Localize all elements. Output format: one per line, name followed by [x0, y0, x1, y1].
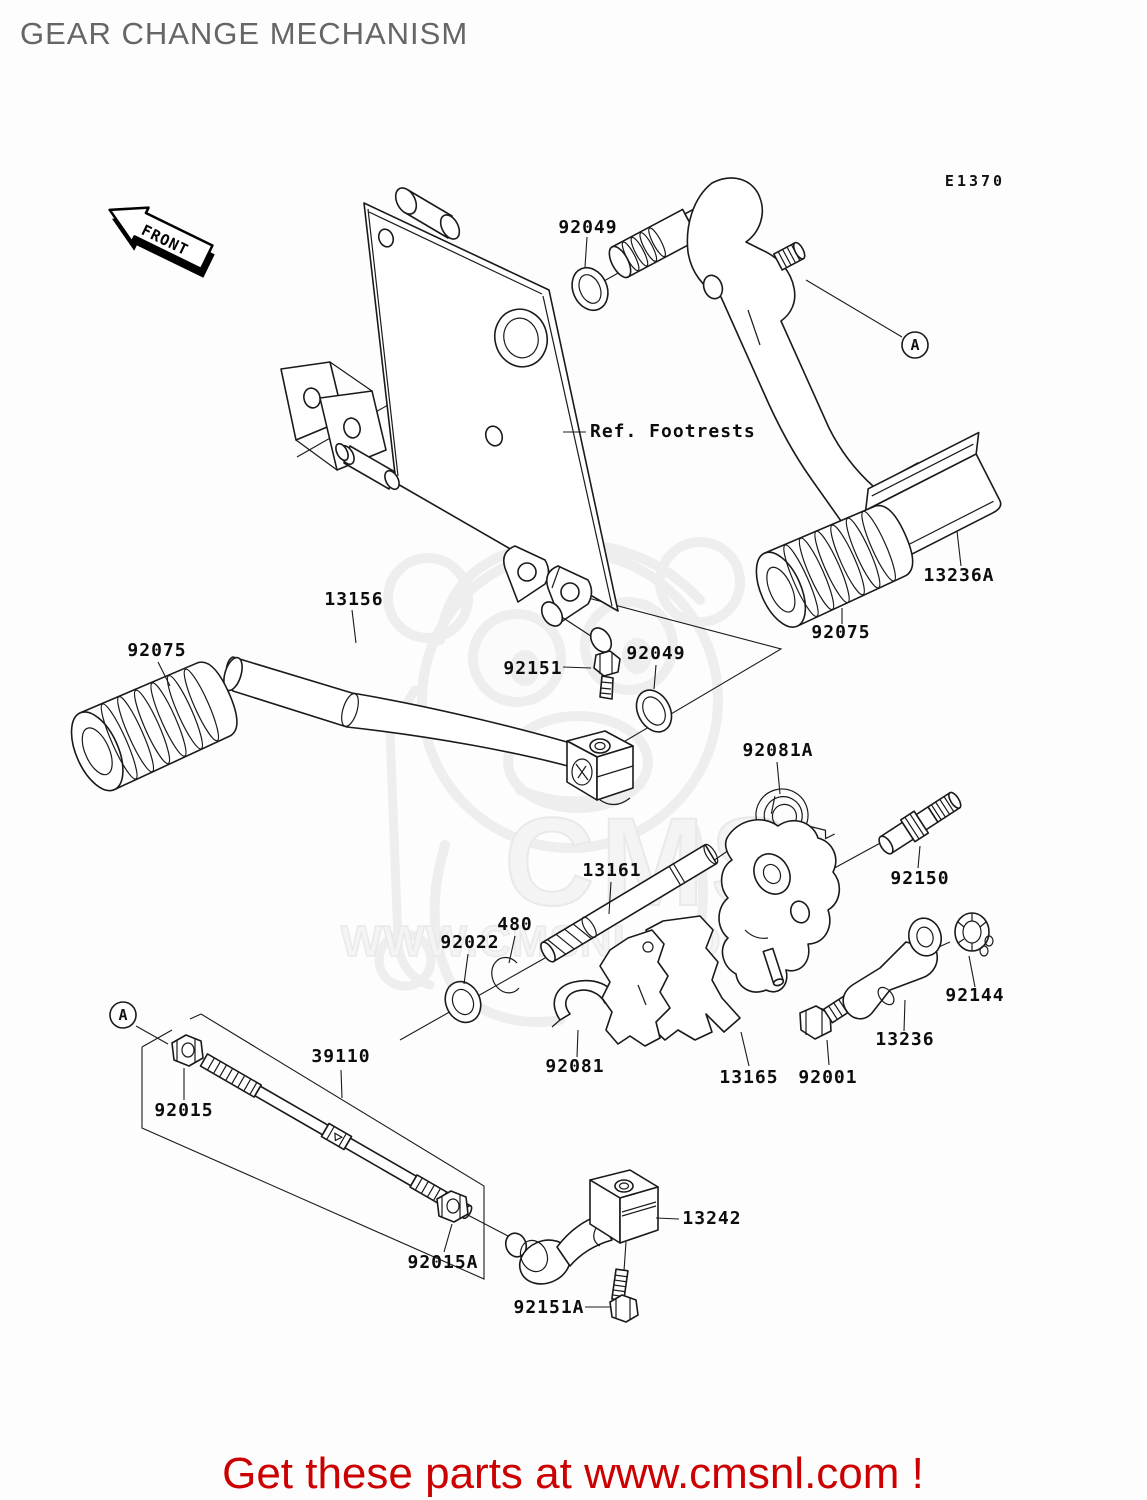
part-label-92015A[interactable]: 92015A — [407, 1252, 478, 1273]
part-shift-arm-13242 — [504, 1169, 659, 1285]
part-label-92075-right[interactable]: 92075 — [811, 622, 870, 643]
part-label-13236[interactable]: 13236 — [875, 1029, 934, 1050]
part-label-13165[interactable]: 13165 — [719, 1067, 778, 1088]
part-lever-13236 — [842, 917, 943, 1020]
part-cam-plates-13165 — [599, 915, 741, 1047]
part-nut-92015A — [436, 1190, 469, 1223]
part-label-92001[interactable]: 92001 — [798, 1067, 857, 1088]
part-tie-rod-39110 — [199, 1053, 473, 1220]
front-arrow-body — [108, 206, 214, 271]
leader-lines — [135, 236, 976, 1308]
part-label-92081[interactable]: 92081 — [545, 1056, 604, 1077]
part-washer-92049-mid — [635, 689, 673, 733]
part-label-92144[interactable]: 92144 — [945, 985, 1004, 1006]
part-label-92049-mid[interactable]: 92049 — [626, 643, 685, 664]
part-bolt-92150 — [878, 791, 962, 855]
part-shift-shaft-13161 — [540, 843, 719, 963]
part-label-13161[interactable]: 13161 — [582, 860, 641, 881]
part-label-39110[interactable]: 39110 — [311, 1046, 370, 1067]
front-direction-arrow: FRONT — [108, 206, 215, 278]
part-label-13242[interactable]: 13242 — [682, 1208, 741, 1229]
part-label-92151A[interactable]: 92151A — [513, 1297, 584, 1318]
part-label-92151[interactable]: 92151 — [503, 658, 562, 679]
part-shift-ratchet-assembly — [718, 818, 841, 993]
ref-footrests-note: Ref. Footrests — [590, 421, 756, 442]
detail-ref-top-label: A — [910, 336, 919, 354]
part-clevis-bracket — [280, 361, 400, 491]
part-label-92015[interactable]: 92015 — [154, 1100, 213, 1121]
part-label-13236A[interactable]: 13236A — [923, 565, 994, 586]
part-label-92075-left[interactable]: 92075 — [127, 640, 186, 661]
detail-ref-top: A — [901, 331, 929, 359]
cms-watermark: CMS WWW.CMSNL.COM — [340, 537, 795, 1027]
part-pedal-rubber-left — [70, 661, 238, 792]
part-circlip-92144 — [954, 912, 994, 957]
part-pedal-rubber-right — [755, 504, 914, 628]
part-label-13156[interactable]: 13156 — [324, 589, 383, 610]
detail-ref-bottom-label: A — [118, 1006, 127, 1024]
part-label-92081A[interactable]: 92081A — [742, 740, 813, 761]
part-nut-92015 — [171, 1034, 204, 1067]
footer-cta-link[interactable]: Get these parts at www.cmsnl.com ! — [222, 1449, 924, 1498]
detail-ref-bottom: A — [109, 1001, 137, 1029]
part-label-480[interactable]: 480 — [497, 914, 533, 935]
cms-mascot-logo — [374, 537, 745, 1027]
diagram-code: E1370 — [945, 172, 1005, 190]
part-pinch-bolt-92151 — [593, 650, 621, 700]
part-washer-92022 — [444, 980, 482, 1024]
part-label-92150[interactable]: 92150 — [890, 868, 949, 889]
page-title: GEAR CHANGE MECHANISM — [20, 16, 468, 51]
part-shift-pedal-13156 — [223, 656, 634, 806]
part-label-92049-top[interactable]: 92049 — [558, 217, 617, 238]
part-bolt-92151A — [609, 1268, 639, 1323]
part-footrest-bracket — [363, 187, 619, 653]
part-snap-ring-480 — [491, 956, 520, 994]
part-label-92022[interactable]: 92022 — [440, 932, 499, 953]
